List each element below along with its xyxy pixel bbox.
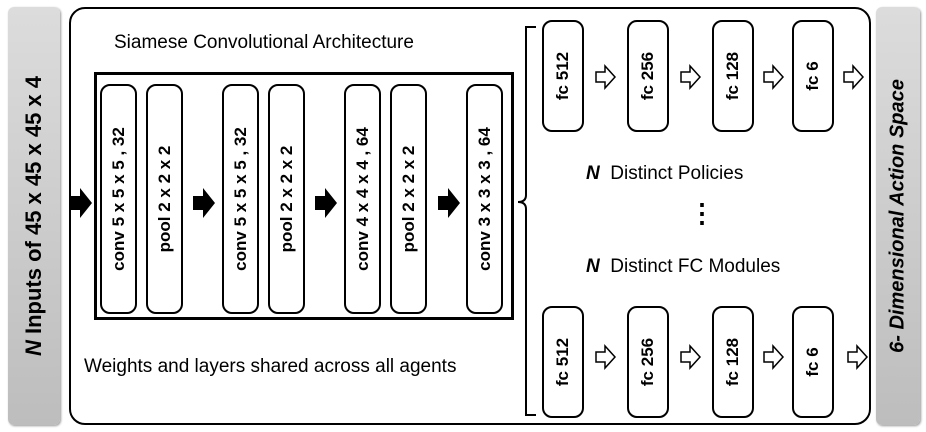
cnn-title: Siamese Convolutional Architecture [114,32,414,53]
policies-caption-text: Distinct Policies [599,163,744,184]
hollow-right-arrow-icon [680,64,702,90]
fc-modules-caption-n: N [586,256,600,277]
cnn-layer-conv4: conv 3 x 3 x 3 , 64 [466,84,503,314]
fc-bottom-128: fc 128 [712,306,754,418]
solid-right-arrow-icon [438,188,460,218]
hollow-right-arrow-icon [847,344,869,370]
output-label-bar: 6- Dimensional Action Space [876,7,920,425]
solid-right-arrow-icon [193,188,215,218]
cnn-layer-conv2: conv 5 x 5 x 5 , 32 [222,84,259,314]
fc-modules-caption-text: Distinct FC Modules [599,256,781,277]
solid-right-arrow-icon [315,188,337,218]
cnn-container [94,72,514,320]
hollow-right-arrow-icon [843,64,865,90]
fc-top-512: fc 512 [542,20,584,132]
fc-bottom-512: fc 512 [542,306,584,418]
fc-top-128: fc 128 [712,20,754,132]
cnn-layer-conv3: conv 4 x 4 x 4 , 64 [344,84,381,314]
input-label-bar: N Inputs of 45 x 45 x 45 x 4 [8,7,60,425]
ellipsis: ⋮ [689,198,715,228]
solid-right-arrow-icon [70,188,92,218]
cnn-layer-conv1: conv 5 x 5 x 5 , 32 [100,84,137,314]
fc-top-6: fc 6 [792,20,834,132]
fc-modules-caption: N Distinct FC Modules [586,256,780,278]
shared-caption: Weights and layers shared across all age… [84,356,457,377]
cnn-layer-pool3: pool 2 x 2 x 2 [390,84,427,314]
hollow-right-arrow-icon [595,344,617,370]
policies-caption: N Distinct Policies [586,163,743,185]
left-brace-icon [517,26,536,416]
hollow-right-arrow-icon [763,64,785,90]
cnn-layer-pool1: pool 2 x 2 x 2 [146,84,183,314]
main-frame [69,7,871,425]
policies-caption-n: N [586,163,600,184]
cnn-layer-pool2: pool 2 x 2 x 2 [268,84,305,314]
hollow-right-arrow-icon [763,344,785,370]
fc-bottom-6: fc 6 [792,306,834,418]
hollow-right-arrow-icon [595,64,617,90]
hollow-right-arrow-icon [680,344,702,370]
fc-bottom-256: fc 256 [627,306,669,418]
fc-top-256: fc 256 [627,20,669,132]
